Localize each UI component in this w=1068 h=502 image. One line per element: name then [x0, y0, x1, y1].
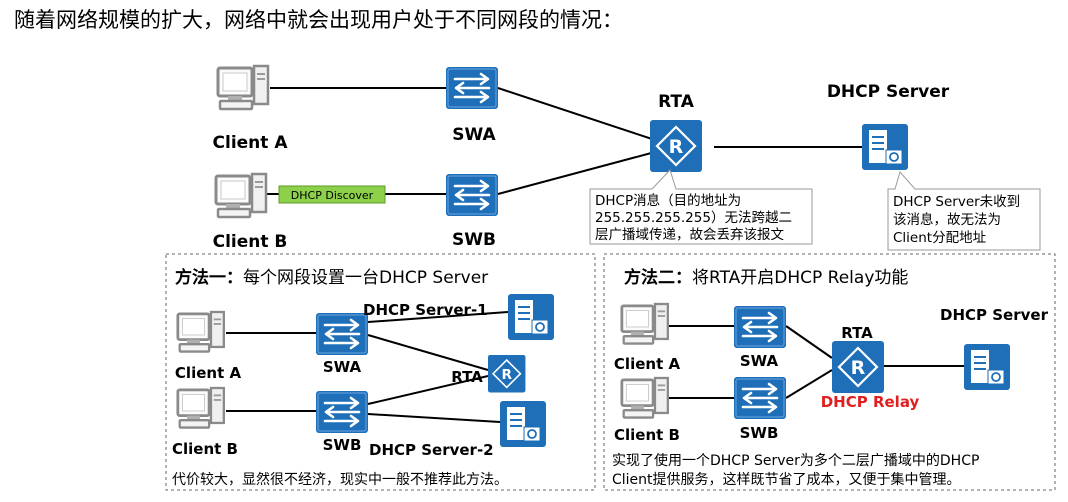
header-text: 随着网络规模的扩大，网络中就会出现用户处于不同网段的情况：: [14, 8, 623, 32]
m1-rta-label: RTA: [451, 368, 483, 386]
method1-title: 方法一：每个网段设置一台DHCP Server: [175, 267, 488, 288]
m1-swb-label: SWB: [323, 436, 362, 454]
m1-client-b-pc-icon: [176, 386, 226, 429]
m2-swa-switch-icon: [732, 304, 788, 350]
m1-server2-label: DHCP Server-2: [369, 441, 494, 459]
m2-note-line-2: Client提供服务，这样既节省了成本，又便于集中管理。: [612, 471, 961, 488]
m1-client-a-pc-icon: [176, 310, 226, 353]
method2-links: [668, 325, 964, 399]
m1-client-b-label: Client B: [172, 440, 238, 458]
m1-rta-router-icon: [487, 354, 527, 394]
rta-router-icon: [648, 118, 704, 174]
m2-note-line-1: 实现了使用一个DHCP Server为多个二层广播域中的DHCP: [612, 452, 979, 469]
swa-switch-icon: [444, 65, 500, 111]
swb-switch-icon: [444, 172, 500, 218]
dhcp-server-label: DHCP Server: [827, 82, 950, 102]
rta-callout: [589, 169, 813, 245]
m2-server-label: DHCP Server: [940, 306, 1049, 324]
method2-title: 方法二：将RTA开启DHCP Relay功能: [624, 267, 908, 288]
top-links: [264, 87, 862, 195]
m1-server1-label: DHCP Server-1: [363, 301, 488, 319]
rta-callout-line-1: DHCP消息（目的地址为: [595, 192, 741, 209]
swb-label: SWB: [452, 230, 496, 250]
server-callout-line-2: 该消息，故无法为: [893, 211, 1001, 228]
client-a-label: Client A: [213, 133, 289, 153]
m1-server1-icon: [507, 293, 555, 341]
m1-swa-switch-icon: [314, 311, 370, 357]
dhcp-server-icon: [861, 123, 909, 171]
rta-label: RTA: [658, 92, 695, 112]
m2-swb-label: SWB: [740, 424, 779, 442]
m1-swa-label: SWA: [323, 358, 362, 376]
m1-server2-icon: [499, 400, 547, 448]
m1-note: 代价较大，显然很不经济，现实中一般不推荐此方法。: [172, 471, 508, 488]
method1-links: [226, 311, 509, 423]
m2-relay-label: DHCP Relay: [821, 393, 920, 411]
m2-client-b-pc-icon: [620, 376, 670, 419]
m2-rta-label: RTA: [841, 324, 873, 342]
rta-callout-line-2: 255.255.255.255）无法跨越二: [595, 210, 792, 226]
rta-callout-line-3: 层广播域传递，故会丢弃该报文: [595, 227, 784, 243]
m2-swb-switch-icon: [732, 375, 788, 421]
m2-rta-router-icon: [830, 339, 886, 395]
client-a-pc-icon: [216, 64, 270, 111]
dhcp-discover-label: DHCP Discover: [291, 189, 374, 202]
client-b-pc-icon: [214, 172, 268, 219]
method2-panel: [603, 253, 1056, 491]
server-callout-line-3: Client分配地址: [893, 230, 986, 246]
dhcp-discover-tag: [278, 185, 386, 204]
m2-client-a-pc-icon: [620, 302, 670, 345]
server-callout: [887, 170, 1041, 251]
m2-client-a-label: Client A: [614, 355, 681, 373]
m2-server-icon: [963, 343, 1011, 391]
server-callout-line-1: DHCP Server未收到: [893, 194, 1020, 210]
m1-client-a-label: Client A: [175, 364, 242, 382]
m2-client-b-label: Client B: [614, 426, 680, 444]
m2-swa-label: SWA: [740, 352, 779, 370]
method1-panel: [165, 253, 596, 491]
swa-label: SWA: [452, 125, 496, 145]
m1-swb-switch-icon: [314, 389, 370, 435]
client-b-label: Client B: [213, 232, 288, 252]
